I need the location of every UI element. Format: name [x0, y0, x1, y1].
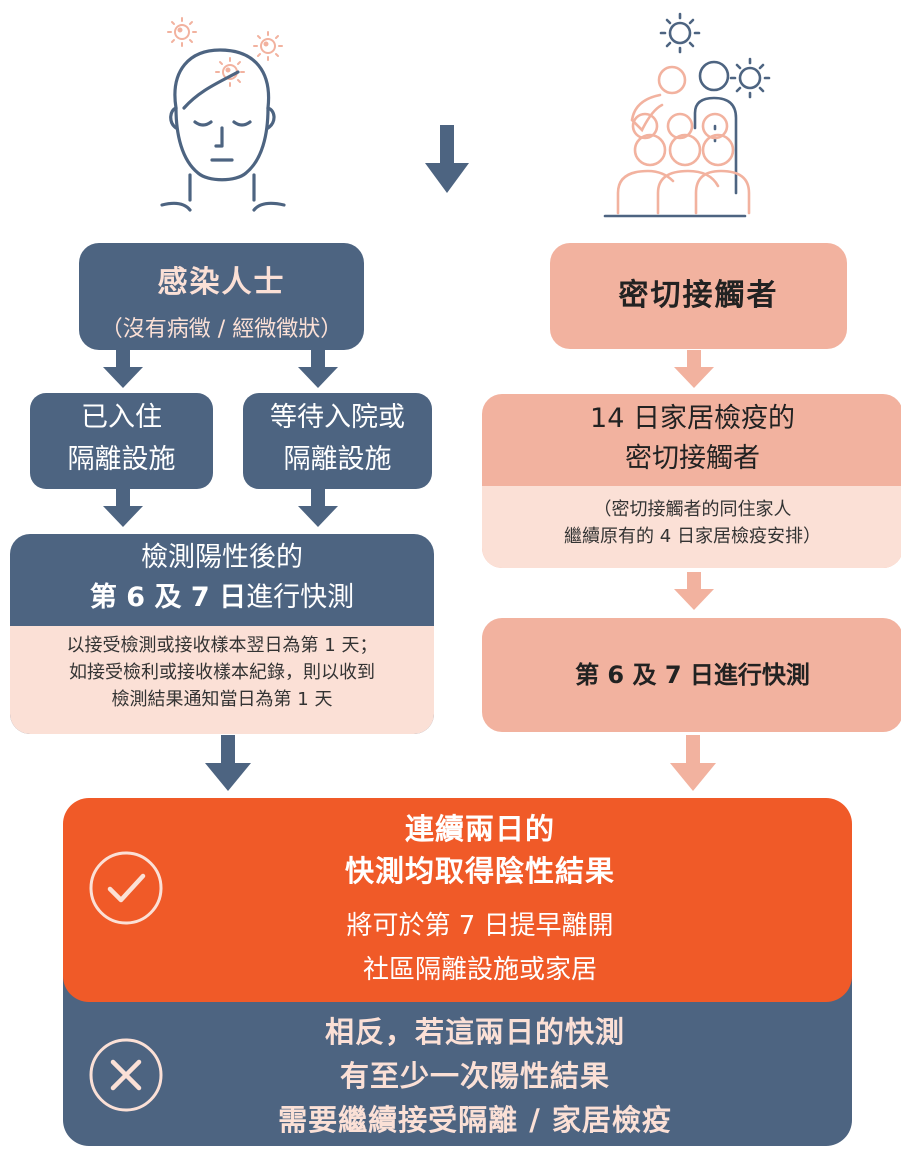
sick-person-with-virus-icon [160, 17, 286, 212]
infected-test-title-line1: 檢測陽性後的 [141, 542, 303, 573]
contacts-quarantine-box: 14 日家居檢疫的 密切接觸者 （密切接觸者的同住家人 繼續原有的 4 日家居檢… [482, 394, 901, 568]
result-negative-body-line: 社區隔離設施或家居 [362, 955, 597, 985]
contacts-quarantine-note-line: 繼續原有的 4 日家居檢疫安排） [564, 526, 821, 547]
result-positive-body: 相反，若這兩日的快測 有至少一次陽性結果 需要繼續接受隔離 / 家居檢疫 [190, 1010, 760, 1142]
result-positive-body-line: 有至少一次陽性結果 [339, 1059, 610, 1093]
infected-test-note-line: 如接受檢利或接收樣本紀錄，則以收到 [69, 662, 375, 683]
contacts-test-label: 第 6 及 7 日進行快測 [575, 661, 810, 689]
down-arrow-icon [298, 350, 338, 388]
down-arrow-icon [103, 350, 143, 388]
result-positive-body-line: 需要繼續接受隔離 / 家居檢疫 [278, 1103, 672, 1137]
branch-waiting-line: 隔離設施 [283, 444, 392, 475]
infected-test-days: 第 6 及 7 日 [89, 582, 247, 613]
contacts-title: 密切接觸者 [618, 278, 779, 313]
contacts-quarantine-note-line: （密切接觸者的同住家人 [593, 499, 792, 520]
contacts-test-box: 第 6 及 7 日進行快測 [482, 618, 901, 732]
infected-test-title: 檢測陽性後的 第 6 及 7 日進行快測 [10, 538, 434, 618]
down-arrow-icon [674, 572, 714, 610]
result-positive-body-line: 相反，若這兩日的快測 [324, 1015, 625, 1049]
down-arrow-icon [205, 735, 251, 791]
branch-admitted-line: 已入住 [81, 402, 162, 433]
infected-test-note-line: 以接受檢測或接收樣本翌日為第 1 天； [66, 635, 378, 656]
branch-waiting-box: 等待入院或 隔離設施 [243, 393, 432, 489]
down-arrow-icon [670, 735, 716, 791]
infected-subtitle: （沒有病徵 / 經微徵狀） [100, 317, 343, 342]
branch-waiting-line: 等待入院或 [270, 402, 405, 433]
infected-test-action: 進行快測 [246, 582, 355, 613]
infected-test-box: 檢測陽性後的 第 6 及 7 日進行快測 以接受檢測或接收樣本翌日為第 1 天；… [10, 534, 434, 734]
result-negative-heading-line: 快測均取得陰性結果 [344, 854, 615, 888]
down-arrow-icon [425, 125, 469, 193]
infected-box: 感染人士 （沒有病徵 / 經微徵狀） [79, 243, 364, 350]
contacts-quarantine-note: （密切接觸者的同住家人 繼續原有的 4 日家居檢疫安排） [482, 486, 901, 568]
x-circle-icon [89, 1038, 163, 1112]
contacts-quarantine-title: 14 日家居檢疫的 密切接觸者 [482, 399, 901, 479]
infected-title: 感染人士 [157, 265, 286, 300]
result-negative-body: 將可於第 7 日提早離開 社區隔離設施或家居 [240, 904, 720, 992]
contacts-box: 密切接觸者 [550, 243, 847, 349]
contacts-quarantine-line: 密切接觸者 [625, 443, 760, 474]
branch-admitted-line: 隔離設施 [67, 444, 176, 475]
infected-test-note: 以接受檢測或接收樣本翌日為第 1 天； 如接受檢利或接收樣本紀錄，則以收到 檢測… [10, 626, 434, 734]
down-arrow-icon [674, 350, 714, 388]
result-negative-body-line: 將可於第 7 日提早離開 [346, 911, 614, 941]
contacts-quarantine-line: 14 日家居檢疫的 [590, 403, 795, 434]
result-negative-box [63, 798, 852, 1002]
infected-test-note-line: 檢測結果通知當日為第 1 天 [111, 689, 333, 710]
household-group-with-virus-icon [603, 12, 771, 218]
result-negative-heading-line: 連續兩日的 [404, 812, 555, 846]
check-circle-icon [89, 851, 163, 925]
branch-admitted-box: 已入住 隔離設施 [30, 393, 213, 489]
down-arrow-icon [103, 489, 143, 527]
down-arrow-icon [298, 489, 338, 527]
result-negative-heading: 連續兩日的 快測均取得陰性結果 [240, 808, 720, 892]
